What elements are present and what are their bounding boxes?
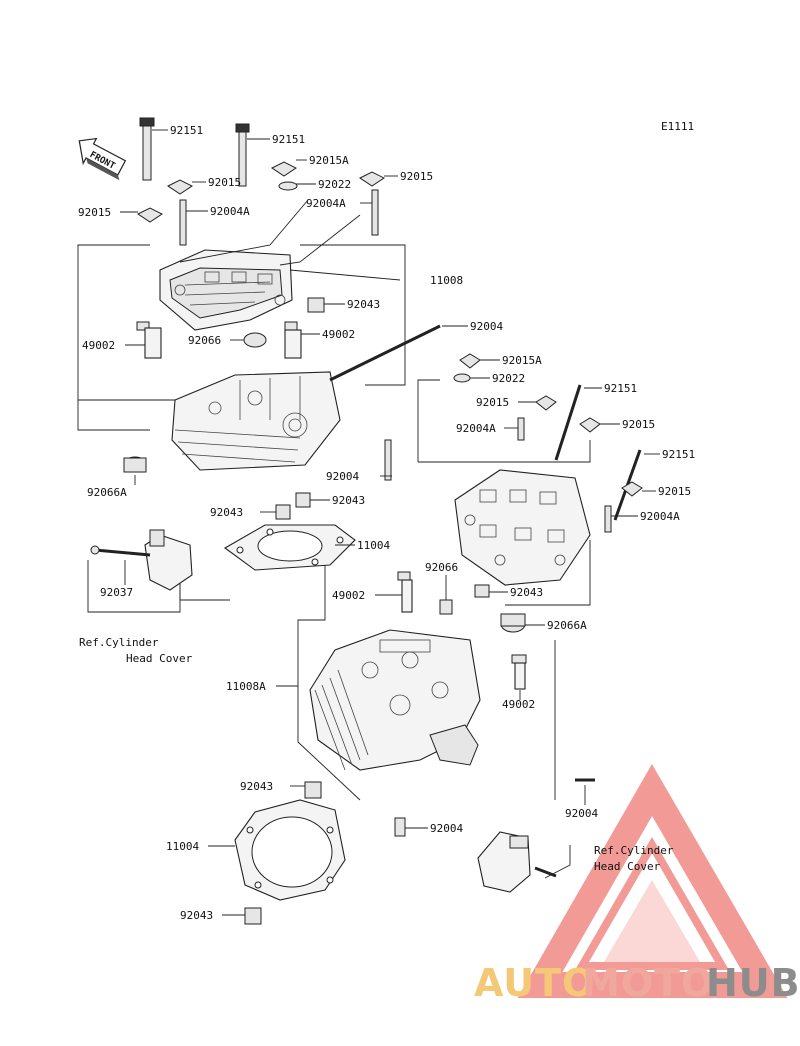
watermark-text-moto: MOTO: [582, 961, 714, 1005]
leader-lines: [120, 129, 660, 916]
rear-head-cover-part: [159, 249, 293, 331]
label-11004: 11004: [357, 539, 390, 552]
label-92004: 92004: [470, 320, 503, 333]
label-92015: 92015: [658, 485, 691, 498]
label-11008A: 11008A: [226, 680, 266, 693]
ref-cylinder-head-cover-line1: Ref.Cylinder: [79, 636, 159, 649]
label-92151: 92151: [170, 124, 203, 137]
label-92151: 92151: [272, 133, 305, 146]
label-92015: 92015: [476, 396, 509, 409]
label-92043: 92043: [332, 494, 365, 507]
front-gasket-part: [234, 799, 346, 901]
label-49002: 49002: [322, 328, 355, 341]
ref-cylinder-head-cover-line2: Head Cover: [594, 860, 661, 873]
label-92066A: 92066A: [87, 486, 127, 499]
label-11008: 11008: [430, 274, 463, 287]
label-92043: 92043: [180, 909, 213, 922]
watermark-logo: [517, 763, 788, 998]
label-92022: 92022: [318, 178, 351, 191]
label-92015: 92015: [400, 170, 433, 183]
rear-small-parts: [123, 117, 441, 520]
front-arrow-icon: FRONT: [78, 137, 127, 181]
label-92015: 92015: [622, 418, 655, 431]
label-92015A: 92015A: [502, 354, 542, 367]
label-49002: 49002: [82, 339, 115, 352]
label-92015A: 92015A: [309, 154, 349, 167]
label-92043: 92043: [210, 506, 243, 519]
part-labels: 92151 92151 92015A 92015 92022 92015 920…: [78, 124, 695, 922]
label-92004: 92004: [326, 470, 359, 483]
rear-gasket-part: [223, 524, 356, 571]
ref-cylinder-head-cover-line1: Ref.Cylinder: [594, 844, 674, 857]
label-92004A: 92004A: [640, 510, 680, 523]
label-11004: 11004: [166, 840, 199, 853]
label-92066A: 92066A: [547, 619, 587, 632]
front-small-parts: [244, 353, 643, 925]
rear-bracket-part: [90, 529, 193, 591]
label-92151: 92151: [604, 382, 637, 395]
label-49002: 49002: [332, 589, 365, 602]
label-92004: 92004: [565, 807, 598, 820]
label-92004A: 92004A: [210, 205, 250, 218]
front-bracket-part: [477, 831, 557, 893]
watermark-text: AUTO MOTO HUB: [474, 961, 800, 1005]
label-49002: 49002: [502, 698, 535, 711]
front-group-boundary: [297, 379, 591, 879]
watermark-triangle: [517, 763, 788, 998]
label-92015: 92015: [78, 206, 111, 219]
label-92015: 92015: [208, 176, 241, 189]
rear-group-boundary: [77, 244, 406, 613]
label-92043: 92043: [240, 780, 273, 793]
label-92022: 92022: [492, 372, 525, 385]
label-92004: 92004: [430, 822, 463, 835]
label-92037: 92037: [100, 586, 133, 599]
rear-cylinder-head-part: [171, 371, 341, 471]
watermark-text-auto: AUTO: [474, 961, 595, 1005]
diagram-code: E1111: [661, 120, 694, 133]
label-92151: 92151: [662, 448, 695, 461]
label-92066: 92066: [188, 334, 221, 347]
label-92043: 92043: [510, 586, 543, 599]
label-92004A: 92004A: [456, 422, 496, 435]
label-92066: 92066: [425, 561, 458, 574]
label-92004A: 92004A: [306, 197, 346, 210]
front-cylinder-head-part: [309, 629, 481, 771]
ref-cylinder-head-cover-line2: Head Cover: [126, 652, 193, 665]
label-92043: 92043: [347, 298, 380, 311]
front-head-cover-part: [454, 469, 591, 586]
watermark-text-hub: HUB: [706, 961, 800, 1005]
